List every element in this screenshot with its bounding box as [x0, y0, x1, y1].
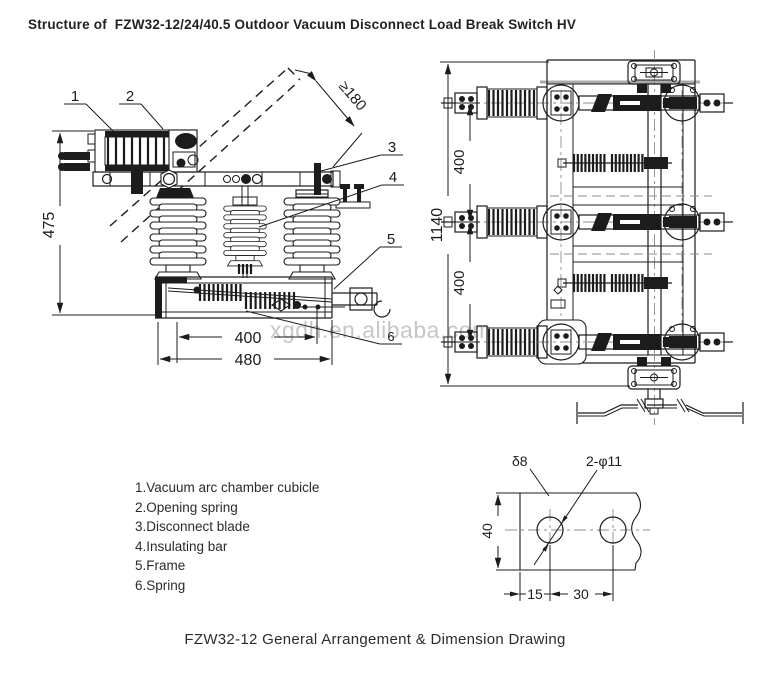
dim-span-inner-label: 400: [235, 330, 262, 347]
insulator-right: [283, 189, 341, 280]
disconnect-blade-arm: [92, 163, 341, 195]
left-terminal: [58, 152, 90, 171]
parts-list: 1.Vacuum arc chamber cubicle 2.Opening s…: [135, 478, 319, 595]
dim-blade-gap-label: ≥180: [335, 78, 370, 114]
support-bar: [576, 398, 744, 424]
parts-list-item-5: 5.Frame: [135, 558, 186, 573]
top-mounting-bracket: [627, 60, 681, 93]
parts-list-item-6: 6.Spring: [135, 577, 186, 593]
dim-spacing-lower-label: 400: [451, 270, 468, 295]
parts-list-item-2: 2.Opening spring: [135, 499, 238, 515]
parts-list-item-1: 1.Vacuum arc chamber cubicle: [135, 480, 320, 495]
label-plate-thickness: δ8: [512, 453, 550, 497]
hole-detail: δ8 2-φ11 40: [479, 453, 650, 602]
label-holes: 2-φ11: [533, 453, 622, 566]
dim-height-label: 475: [41, 212, 58, 239]
mounting-hole-2: [599, 516, 627, 544]
pull-ring: [373, 300, 391, 318]
dim-hole-offset-label: 15: [527, 586, 543, 602]
mounting-hole-1: [536, 516, 564, 544]
fixed-contact-bolts: [335, 184, 371, 209]
pole-row-2: [439, 202, 735, 242]
cross-members: [550, 186, 712, 309]
pole-row-1: [439, 83, 735, 123]
holes-label: 2-φ11: [586, 453, 622, 469]
callout-2: 2: [119, 88, 164, 130]
callout-2-label: 2: [126, 88, 134, 105]
dimension-1140: 1140: [429, 61, 630, 387]
dimension-480-side: 480: [157, 320, 333, 369]
front-view: 1140 400 400: [429, 50, 744, 425]
plate-thickness-label: δ8: [512, 453, 528, 469]
callout-3: 3: [320, 139, 403, 172]
dimension-blade-gap: ≥180: [294, 69, 370, 168]
callout-6: 6: [245, 310, 402, 345]
dimension-15-30: 15 30: [504, 545, 614, 602]
callout-4: 4: [258, 169, 404, 228]
callout-5: 5: [333, 231, 402, 290]
frame-base: [155, 276, 333, 319]
side-view: 475 ≥180 400 480: [41, 67, 404, 369]
dimension-400-upper: 400: [451, 102, 480, 223]
bottom-mounting-bracket: [627, 357, 681, 415]
opening-spring-blob: [175, 133, 197, 149]
vacuum-arc-chamber-cubicle: [87, 129, 199, 173]
parts-list-item-4: 4.Insulating bar: [135, 538, 228, 554]
dim-hole-pitch-label: 30: [573, 586, 589, 602]
callout-4-label: 4: [389, 169, 397, 186]
insulating-bar-middle: [223, 186, 267, 278]
dim-span-outer-label: 480: [235, 352, 262, 369]
dimension-400-side: 400: [176, 307, 318, 363]
parts-list-item-3: 3.Disconnect blade: [135, 519, 250, 534]
callout-3-label: 3: [388, 139, 396, 156]
dim-spacing-upper-label: 400: [451, 149, 468, 174]
dimension-475: 475: [41, 130, 158, 316]
dim-total-height-label: 1140: [429, 208, 446, 243]
spring-drive: [167, 284, 345, 312]
open-blade-dashed-lines: [109, 67, 301, 243]
callout-6-label: 6: [387, 329, 394, 344]
insulator-left: [149, 188, 207, 280]
page-title: Structure of FZW32-12/24/40.5 Outdoor Va…: [28, 17, 577, 32]
manual-handle: [332, 287, 391, 318]
dimension-40: 40: [479, 492, 522, 571]
callout-1: 1: [64, 88, 114, 132]
callout-5-label: 5: [387, 231, 395, 248]
dimension-400-lower: 400: [451, 223, 480, 343]
drawing-caption: FZW32-12 General Arrangement & Dimension…: [184, 631, 566, 648]
callout-1-label: 1: [71, 88, 79, 105]
dim-plate-width-label: 40: [479, 523, 495, 539]
